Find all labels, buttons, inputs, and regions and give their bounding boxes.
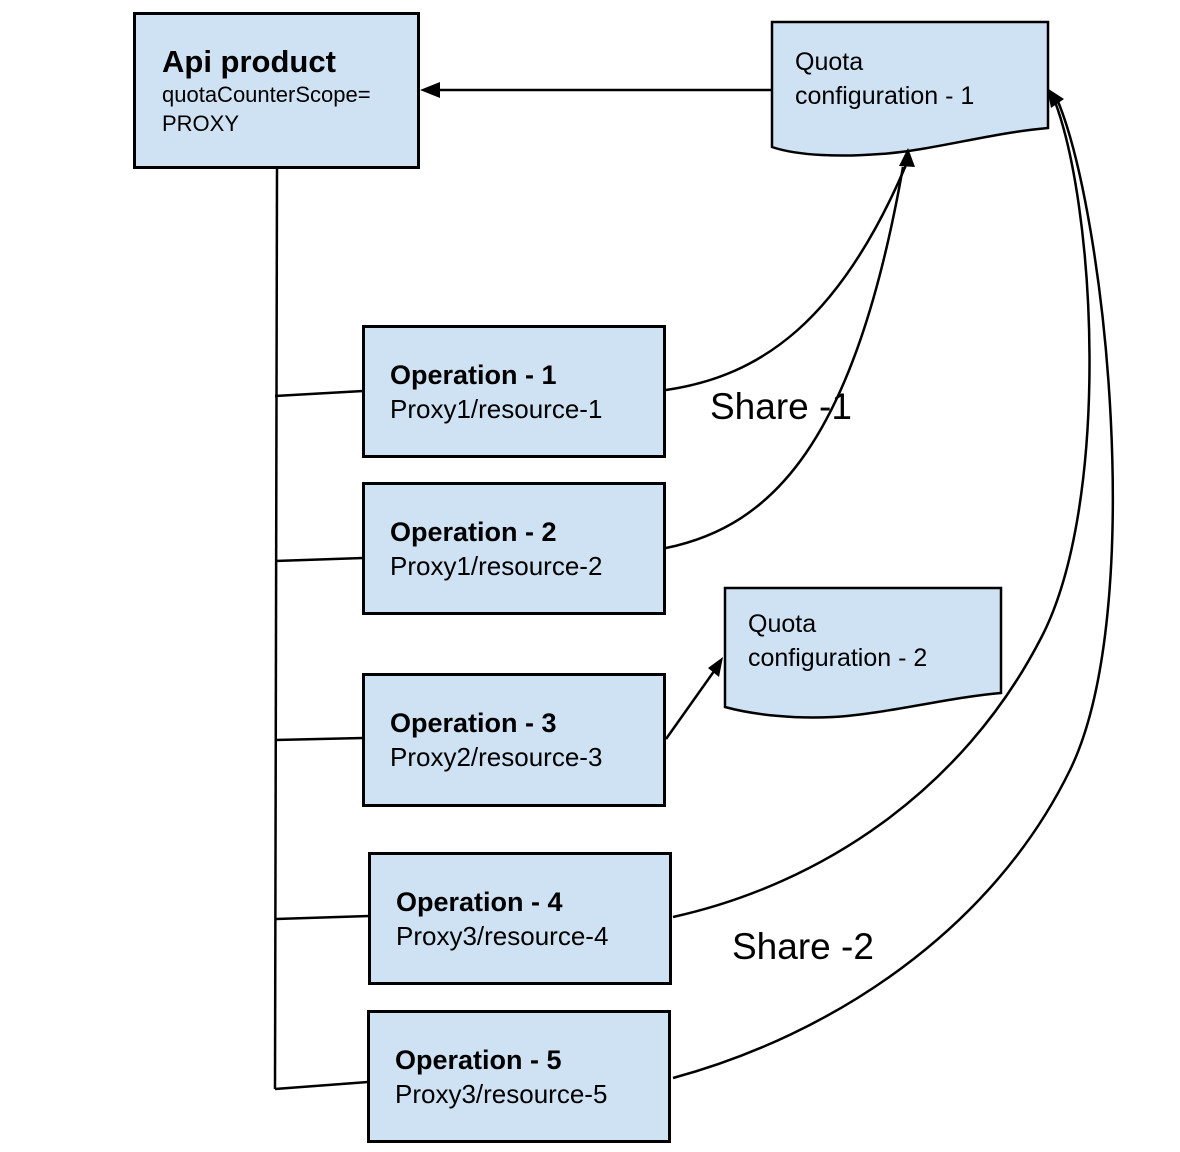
operation-4-title: Operation - 4 <box>396 886 563 917</box>
branch-to-operation-2 <box>274 556 364 563</box>
quota-config-2-label: Quota configuration - 2 <box>748 608 927 676</box>
operation-1-title: Operation - 1 <box>390 359 557 390</box>
operation-4-box: Operation - 4 Proxy3/resource-4 <box>368 852 672 985</box>
operation-2-path: Proxy1/resource-2 <box>390 550 603 581</box>
operation-1-box: Operation - 1 Proxy1/resource-1 <box>362 325 666 458</box>
share-1-label: Share -1 <box>710 386 852 427</box>
connector-operation1-to-quota1 <box>665 164 908 392</box>
connector-operation2-to-quota1 <box>665 166 905 550</box>
operation-4-path: Proxy3/resource-4 <box>396 920 609 951</box>
api-product-scope-line1: quotaCounterScope= <box>162 82 371 108</box>
api-product-box: Api product quotaCounterScope= PROXY <box>133 12 420 169</box>
connector-operation4-to-quota1 <box>672 93 1091 919</box>
quota-config-1-line1: Quota <box>795 48 864 76</box>
operation-5-title: Operation - 5 <box>395 1044 562 1075</box>
branch-to-operation-1 <box>274 389 364 398</box>
operation-2-box: Operation - 2 Proxy1/resource-2 <box>362 482 666 615</box>
branch-to-operation-5 <box>274 1080 369 1091</box>
quota-config-1-line2: configuration - 1 <box>795 81 975 110</box>
api-product-scope-line2: PROXY <box>162 110 240 136</box>
operation-2-title: Operation - 2 <box>390 516 557 547</box>
quota-config-1-label: Quota configuration - 1 <box>795 46 974 114</box>
quota-config-2-line1: Quota <box>748 610 817 638</box>
connector-operation5-to-quota1 <box>672 98 1115 1080</box>
api-product-title: Api product <box>162 43 336 79</box>
branch-to-operation-4 <box>275 914 370 921</box>
operation-5-box: Operation - 5 Proxy3/resource-5 <box>367 1010 671 1143</box>
branch-to-operation-3 <box>274 736 364 742</box>
arrowhead-share2-quota1 <box>1047 88 1064 108</box>
arrowhead-quota1-to-api <box>420 82 440 98</box>
operation-3-path: Proxy2/resource-3 <box>390 742 603 773</box>
connector-operation3-to-quota2 <box>664 666 719 740</box>
operation-3-box: Operation - 3 Proxy2/resource-3 <box>362 673 666 807</box>
arrowhead-operation3-quota2 <box>708 657 723 677</box>
arrowhead-share1-quota1 <box>899 148 915 167</box>
connector-api-trunk <box>273 167 279 1090</box>
operation-3-title: Operation - 3 <box>390 708 557 739</box>
document-shape-quota-config-1 <box>770 20 1050 157</box>
quota-config-2-line2: configuration - 2 <box>748 643 928 672</box>
document-shape-quota-config-2 <box>723 586 1003 719</box>
operation-1-path: Proxy1/resource-1 <box>390 393 603 424</box>
share-2-label: Share -2 <box>732 926 874 967</box>
operation-5-path: Proxy3/resource-5 <box>395 1078 608 1109</box>
